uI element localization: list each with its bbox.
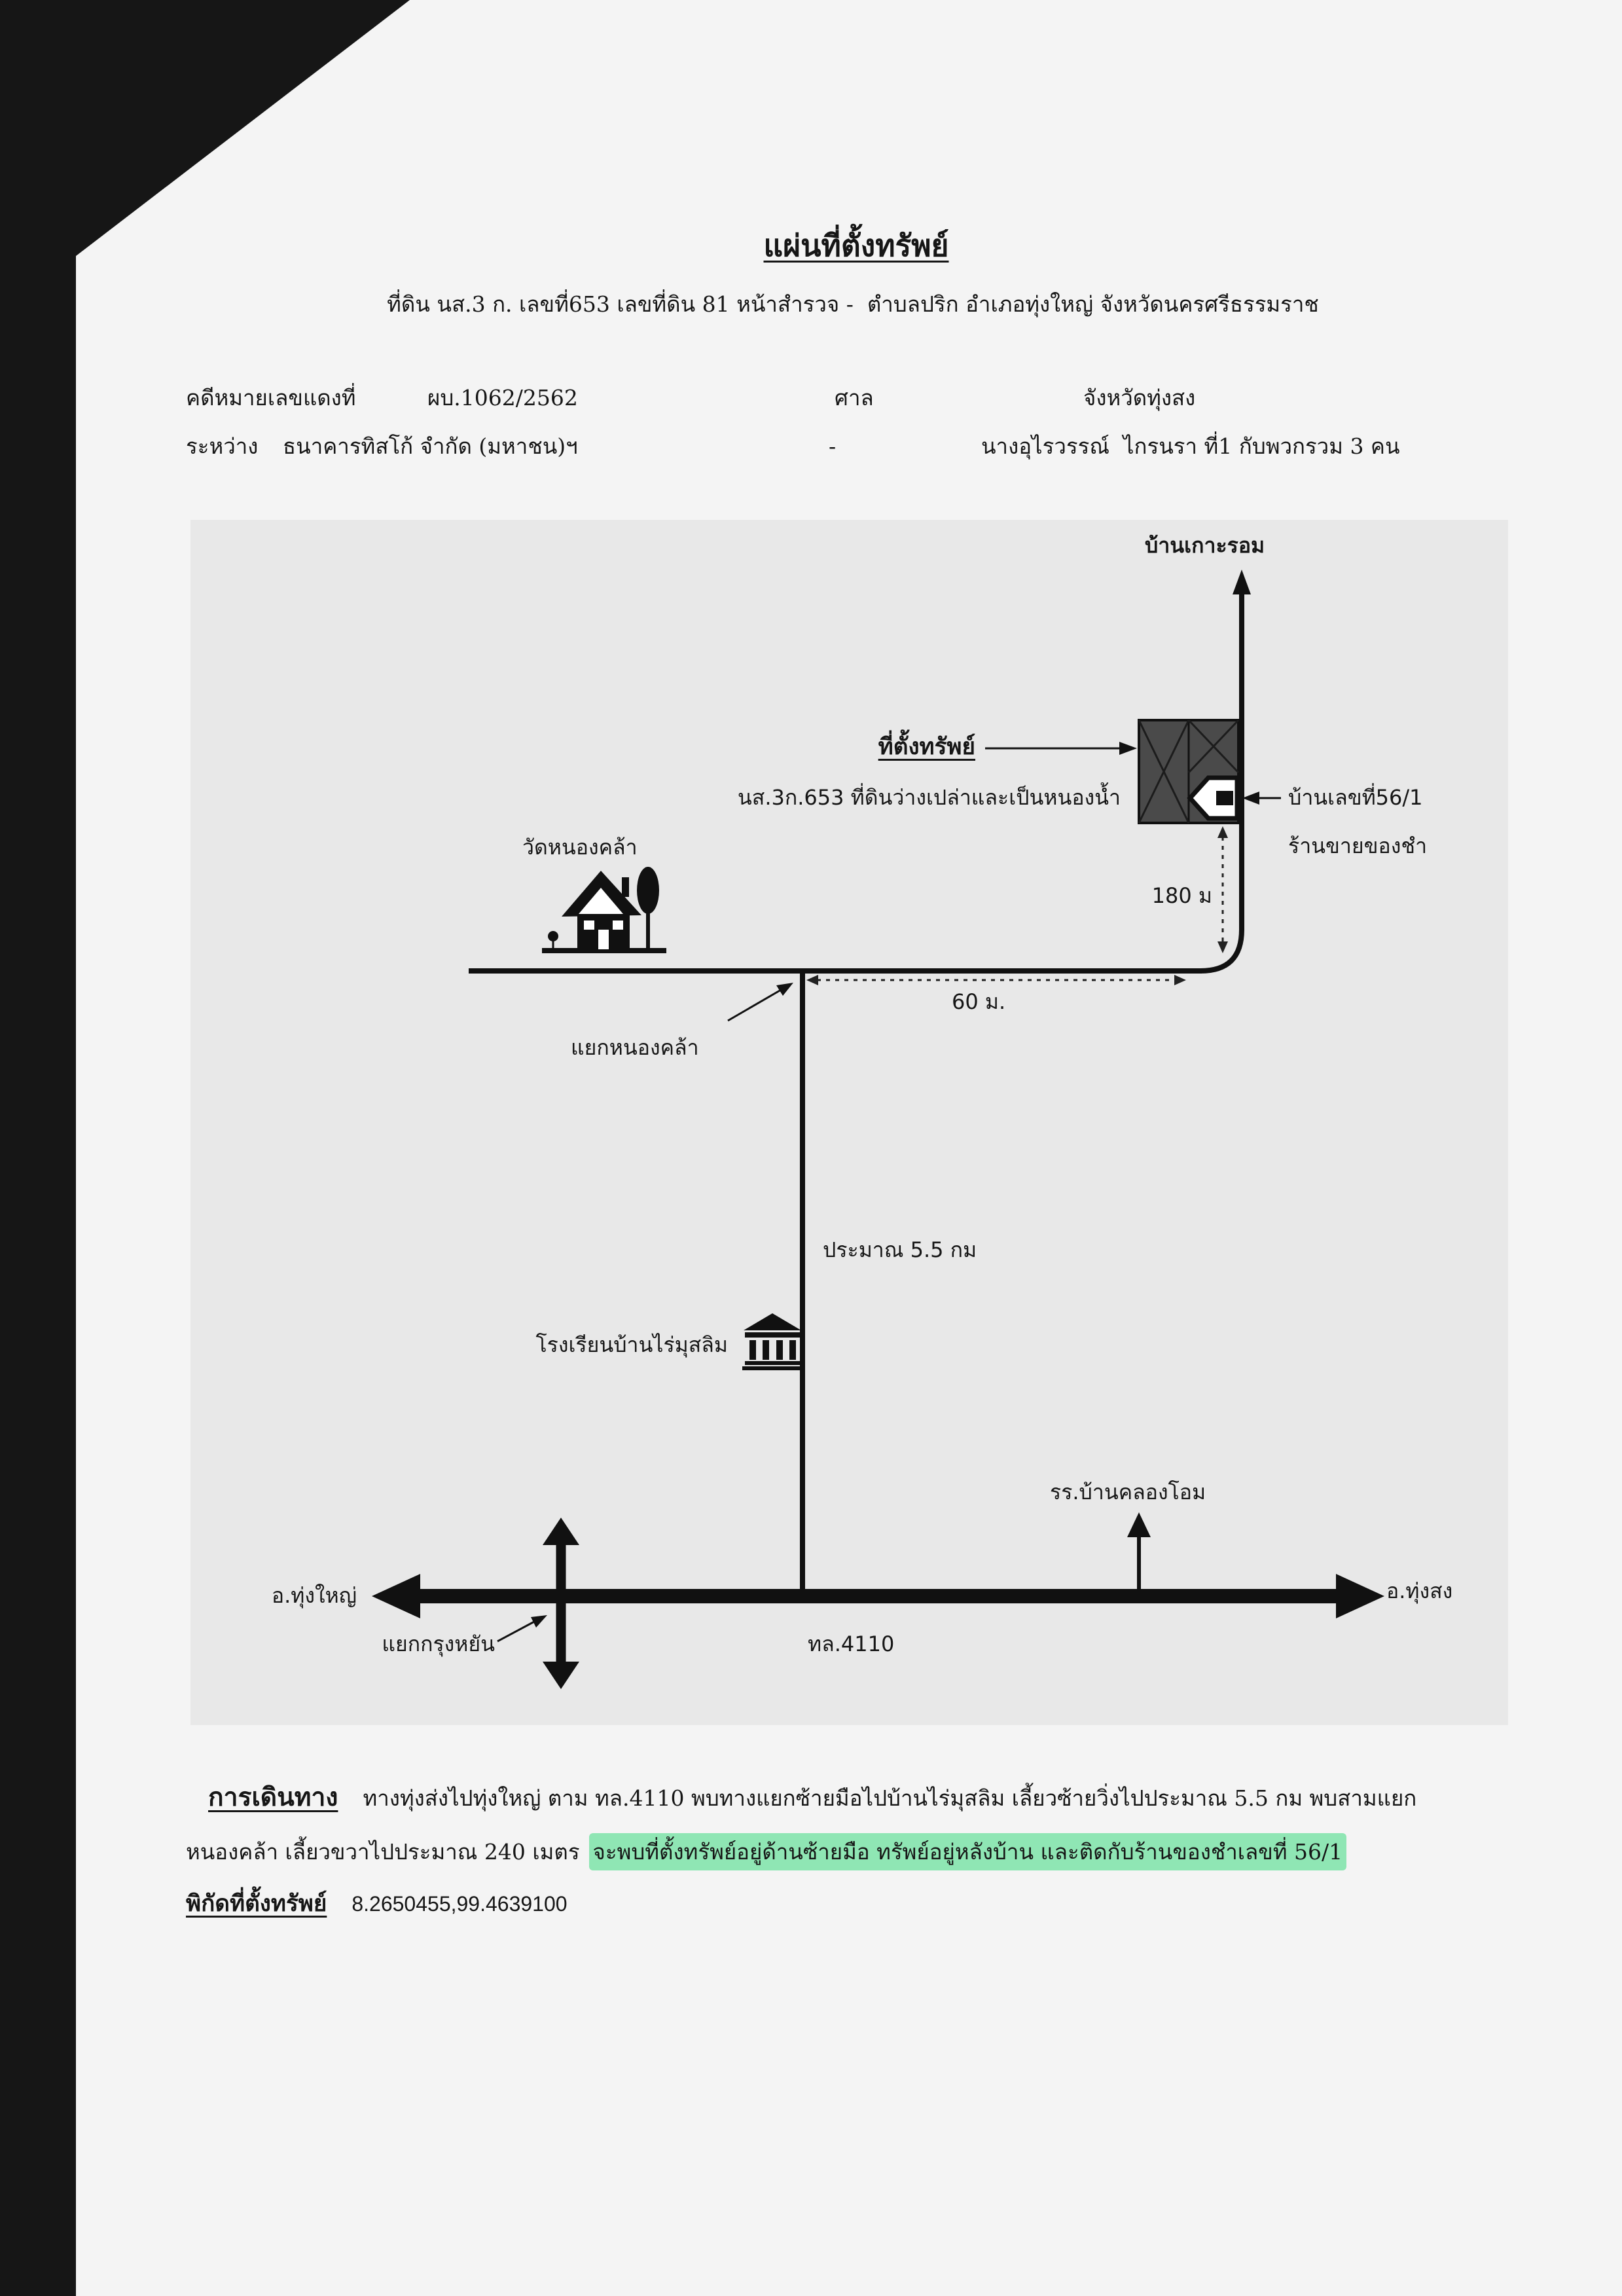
highway-east-arrowhead [1336, 1574, 1384, 1618]
label-grocery-store: ร้านขายของชำ [1288, 833, 1428, 858]
label-junction-nong-khla: แยกหนองคล้า [571, 1035, 699, 1060]
defendant-name: นางอุไรวรรณ์ ไกรนรา ที่1 กับพวกรวม 3 คน [981, 433, 1400, 459]
crossroad-south-arrowhead [543, 1662, 579, 1689]
khlong-om-arrowhead [1127, 1512, 1151, 1537]
between-label: ระหว่าง [186, 433, 259, 459]
directions-text-1: ทางทุ่งส่งไปทุ่งใหญ่ ตาม ทล.4110 พบทางแย… [363, 1785, 1417, 1811]
page-subtitle: ที่ดิน นส.3 ก. เลขที่653 เลขที่ดิน 81 หน… [387, 291, 1319, 317]
krung-yan-junction-pointer-arrow [497, 1615, 547, 1643]
page-title: แผ่นที่ตั้งทรัพย์ [763, 228, 949, 263]
crossroad-north-arrowhead [543, 1518, 579, 1545]
label-temple-nong-khla: วัดหนองคล้า [522, 835, 638, 860]
label-east-thung-song: อ.ทุ่งสง [1386, 1578, 1453, 1603]
property-building-icon [1138, 719, 1240, 824]
case-number-value: ผบ.1062/2562 [427, 385, 578, 410]
distance-180m-dotted-line [1217, 826, 1228, 953]
scan-dark-edge [0, 0, 410, 2296]
label-school-rai-muslim: โรงเรียนบ้านไร่มุสลิม [535, 1332, 728, 1357]
directions-highlighted-text: จะพบที่ตั้งทรัพย์อยู่ด้านซ้ายมือ ทรัพย์อ… [588, 1833, 1347, 1870]
map-area-background [190, 520, 1508, 1725]
temple-house-icon [542, 867, 666, 953]
label-distance-5-5km: ประมาณ 5.5 กม [823, 1237, 977, 1262]
label-junction-krung-yan: แยกกรุงหยัน [382, 1631, 495, 1656]
directions-label: การเดินทาง [208, 1782, 338, 1812]
plaintiff-name: ธนาคารทิสโก้ จำกัด (มหาชน)ฯ [283, 433, 578, 459]
coordinates-row: พิกัดที่ตั้งทรัพย์ 8.2650455,99.4639100 [186, 1886, 568, 1922]
school-building-icon [742, 1313, 802, 1370]
coordinates-value: 8.2650455,99.4639100 [351, 1892, 568, 1916]
distance-60m-dotted-line [806, 975, 1186, 985]
label-property-location: ที่ตั้งทรัพย์ [878, 734, 975, 760]
road-north-arrowhead [1233, 570, 1251, 594]
label-highway-4110: ทล.4110 [808, 1631, 895, 1656]
case-number-label: คดีหมายเลขแดงที่ [186, 385, 356, 410]
label-property-description: นส.3ก.653 ที่ดินว่างเปล่าและเป็นหนองน้ำ [737, 785, 1121, 810]
house-number-pointer-arrow [1242, 792, 1281, 805]
nong-khla-junction-pointer-arrow [727, 983, 793, 1022]
label-house-number: บ้านเลขที่56/1 [1288, 785, 1423, 810]
label-distance-60m: 60 ม. [952, 989, 1006, 1014]
property-pointer-arrow [985, 742, 1137, 755]
grocery-shop-icon [1187, 775, 1240, 821]
road-north-to-ban-ko-rom [1200, 592, 1244, 974]
party-separator: - [829, 433, 837, 459]
label-distance-180m: 180 ม [1151, 883, 1212, 908]
directions-text-2: หนองคล้า เลี้ยวขวาไปประมาณ 240 เมตร [186, 1839, 580, 1865]
coordinates-label: พิกัดที่ตั้งทรัพย์ [186, 1890, 327, 1917]
label-west-thung-yai: อ.ทุ่งใหญ่ [271, 1583, 357, 1608]
court-name: จังหวัดทุ่งสง [1083, 385, 1196, 410]
label-ban-ko-rom: บ้านเกาะรอม [1145, 533, 1265, 558]
label-school-khlong-om: รร.บ้านคลองโอม [1050, 1480, 1206, 1504]
directions-line-1: การเดินทาง ทางทุ่งส่งไปทุ่งใหญ่ ตาม ทล.4… [208, 1777, 1416, 1817]
directions-line-2: หนองคล้า เลี้ยวขวาไปประมาณ 240 เมตร จะพบ… [186, 1833, 1347, 1870]
highway-west-arrowhead [372, 1574, 420, 1618]
court-label: ศาล [835, 385, 874, 410]
